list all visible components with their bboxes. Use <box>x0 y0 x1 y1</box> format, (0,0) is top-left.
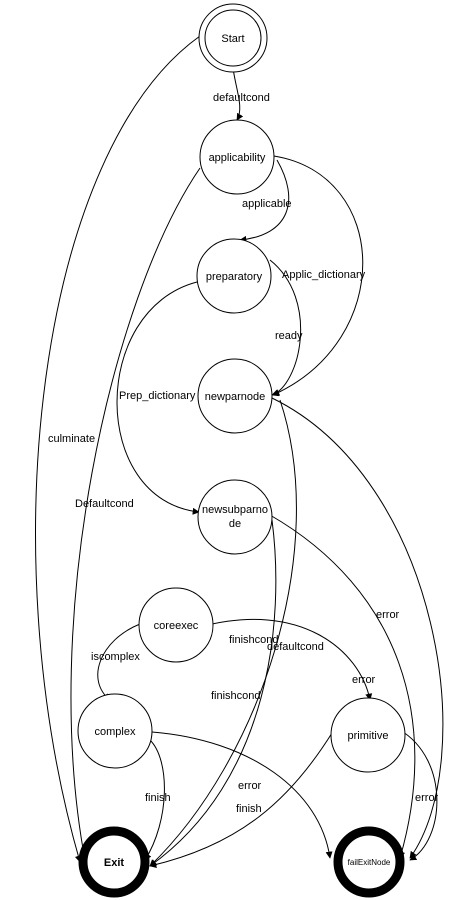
node-exit[interactable]: Exit <box>78 826 150 898</box>
edge-label-primitive-to-exit: finish <box>236 803 262 815</box>
node-newparnode-label: newparnode <box>205 391 266 403</box>
node-newsubparnode-label-line2: de <box>229 518 241 530</box>
edge-label-preparatory-to-newsubparnode: Prep_dictionary <box>119 390 196 402</box>
node-newsubparnode[interactable]: newsubparno de <box>197 479 273 555</box>
edge-label-applicability-to-preparatory: applicable <box>242 198 292 210</box>
node-start-label: Start <box>221 33 244 45</box>
edge-primitive-to-exit <box>149 732 333 868</box>
node-exit-label: Exit <box>104 857 125 869</box>
edge-complex-to-fail-exit <box>151 731 333 859</box>
edge-coreexec-to-complex <box>97 623 141 701</box>
node-preparatory[interactable]: preparatory <box>196 238 272 314</box>
edge-primitive-to-fail-exit <box>399 729 438 861</box>
edge-applicability-to-exit <box>70 167 201 861</box>
node-newsubparnode-label-line1: newsubparno <box>202 504 268 516</box>
edge-label-coreexec-finishcond: finishcond <box>229 634 279 646</box>
node-primitive[interactable]: primitive <box>330 697 406 773</box>
node-coreexec[interactable]: coreexec <box>138 587 214 663</box>
node-coreexec-label: coreexec <box>154 620 199 632</box>
node-complex-label: complex <box>95 726 136 738</box>
node-applicability[interactable]: applicability <box>199 119 275 195</box>
edge-label-applicability-to-exit: Defaultcond <box>75 498 134 510</box>
node-primitive-label: primitive <box>348 730 389 742</box>
node-preparatory-label: preparatory <box>206 271 263 283</box>
edge-label-newparnode-to-fail: error <box>376 609 400 621</box>
edge-label-preparatory-to-newparnode: ready <box>275 330 303 342</box>
node-newparnode[interactable]: newparnode <box>197 358 273 434</box>
edge-label-complex-to-fail: error <box>238 780 262 792</box>
edge-newparnode-to-exit <box>149 399 297 867</box>
node-fail-exit-label: failExitNode <box>348 858 391 867</box>
edge-preparatory-to-newparnode <box>269 259 302 397</box>
edge-applicability-to-newparnode <box>272 155 364 396</box>
edge-newsubparnode-to-fail-exit <box>269 514 416 859</box>
edge-newparnode-to-fail-exit <box>271 397 444 859</box>
edge-label-start-to-applicability: defaultcond <box>213 92 270 104</box>
edge-preparatory-to-newsubparnode <box>116 281 200 515</box>
edge-label-applicability-to-newparnode: Applic_dictionary <box>282 269 366 281</box>
edge-coreexec-to-primitive <box>199 618 373 701</box>
node-fail-exit[interactable]: failExitNode <box>333 826 405 898</box>
node-start[interactable]: Start <box>198 3 268 73</box>
node-complex[interactable]: complex <box>77 693 153 769</box>
edge-start-to-exit <box>35 35 201 863</box>
edge-newsubparnode-to-exit <box>149 519 277 867</box>
edge-label-coreexec-defaultcond: defaultcond <box>267 641 324 653</box>
edge-start-to-applicability <box>232 67 244 121</box>
edge-label-start-to-exit: culminate <box>48 433 95 445</box>
edge-label-newsubparnode-to-exit: finishcond <box>211 690 261 702</box>
edge-label-coreexec-error: error <box>352 674 376 686</box>
edge-label-complex-to-exit: finish <box>145 792 171 804</box>
edge-label-primitive-to-fail: error <box>415 792 439 804</box>
edge-label-coreexec-to-complex: iscomplex <box>91 651 140 663</box>
edge-complex-to-exit <box>144 739 165 861</box>
edge-applicability-to-preparatory <box>239 159 290 243</box>
node-applicability-label: applicability <box>209 152 266 164</box>
